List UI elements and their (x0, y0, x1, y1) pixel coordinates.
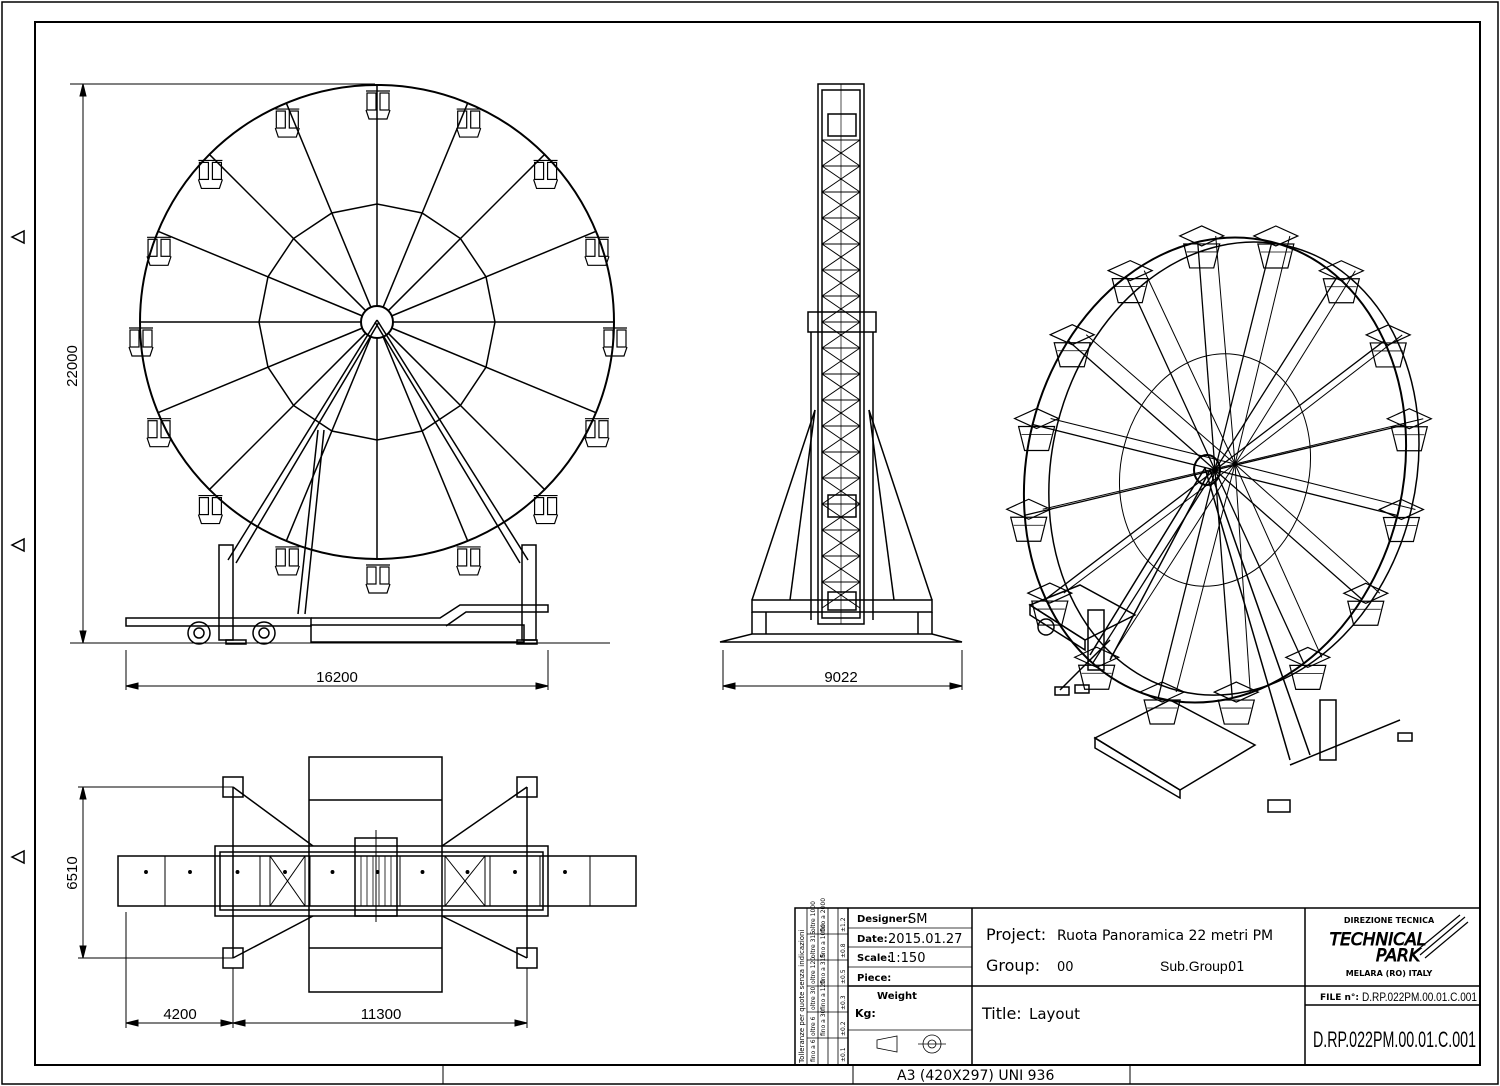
scale-value: 1:150 (888, 951, 925, 966)
drawing-number: D.RP.022PM.00.01.C.001 (1313, 1027, 1476, 1052)
dim-front-height: 22000 (64, 345, 81, 387)
side-view (719, 83, 963, 643)
company-name-1: TECHNICAL (1330, 930, 1426, 950)
tolerance-cell: fino a 2000 (820, 898, 827, 932)
group-value: 00 (1057, 960, 1074, 975)
project-value: Ruota Panoramica 22 metri PM (1057, 928, 1273, 944)
date-label: Date: (857, 934, 888, 945)
company-logo: DIREZIONE TECNICA TECHNICAL PARK MELARA … (1329, 914, 1469, 978)
dim-side-width: 9022 (824, 669, 857, 686)
tolerance-cell: ±1.2 (840, 917, 847, 932)
tolerance-cell: ±0.5 (840, 969, 847, 984)
plan-cars (144, 855, 591, 907)
tolerance-cell: ±0.3 (840, 995, 847, 1010)
dim-plan-depth: 6510 (64, 856, 81, 889)
front-trailer (125, 319, 549, 645)
tolerance-cell: ±0.1 (840, 1047, 847, 1062)
scale-label: Scale: (857, 953, 891, 964)
company-address: MELARA (RO) ITALY (1346, 969, 1433, 978)
project-label: Project: (986, 925, 1046, 944)
tolerance-cell: oltre 6 (810, 1016, 817, 1036)
tolerance-cell: fino a 1000 (820, 924, 827, 958)
tolerance-cell: oltre 30 (810, 987, 817, 1010)
tolerance-cell: fino a 120 (820, 980, 827, 1010)
tolerance-cell: fino a 315 (820, 954, 827, 984)
kg-label: Kg: (855, 1007, 876, 1020)
logo-arrow-icon (1414, 914, 1469, 959)
file-number: D.RP.022PM.00.01.C.001 (1362, 990, 1477, 1004)
iso-base (1028, 467, 1413, 813)
tolerance-cell: fino a 30 (820, 1009, 827, 1036)
centering-marks (10, 229, 25, 865)
title-value: Layout (1029, 1005, 1080, 1023)
dim-plan-left: 4200 (163, 1006, 196, 1023)
weight-label: Weight (877, 991, 917, 1002)
piece-label: Piece: (857, 973, 891, 984)
front-wheel (128, 84, 628, 594)
file-label: FILE n°: (1320, 993, 1359, 1003)
designer-label: Designer: (857, 914, 911, 925)
company-top: DIREZIONE TECNICA (1344, 916, 1435, 925)
tolerance-cell: fino a 6 (810, 1039, 817, 1062)
inner-frame (34, 21, 1481, 1066)
tolerance-cell: ±0.8 (840, 943, 847, 958)
tolerance-cell: oltre 120 (810, 957, 817, 984)
plan-view (117, 756, 637, 993)
iso-wheel (1005, 225, 1433, 725)
subgroup-value: 01 (1228, 960, 1245, 975)
dim-front-width: 16200 (316, 669, 358, 686)
date-value: 2015.01.27 (888, 932, 962, 947)
subgroup-label: Sub.Group: (1160, 958, 1232, 974)
side-dimension-lines (722, 650, 963, 690)
plan-dimension-lines (78, 786, 528, 1028)
title-block: Tolleranze per quote senza indicazioni o… (794, 898, 1481, 1066)
side-lattice (821, 84, 861, 624)
isometric-view (1005, 225, 1433, 813)
title-label: Title: (981, 1004, 1022, 1023)
dim-plan-main: 11300 (361, 1006, 402, 1023)
designer-value: SM (908, 912, 927, 927)
group-label: Group: (986, 956, 1040, 975)
sheet-format: A3 (420X297) UNI 936 (897, 1068, 1054, 1084)
tolerance-cell: oltre 315 (810, 931, 817, 958)
tolerance-cell: oltre 1000 (810, 901, 817, 932)
front-dimension-lines (70, 83, 610, 690)
tolerance-title: Tolleranze per quote senza indicazioni (798, 930, 806, 1064)
company-name-2: PARK (1376, 946, 1422, 966)
tolerance-cell: ±0.2 (840, 1021, 847, 1036)
front-view: 22000 16200 (64, 83, 628, 690)
